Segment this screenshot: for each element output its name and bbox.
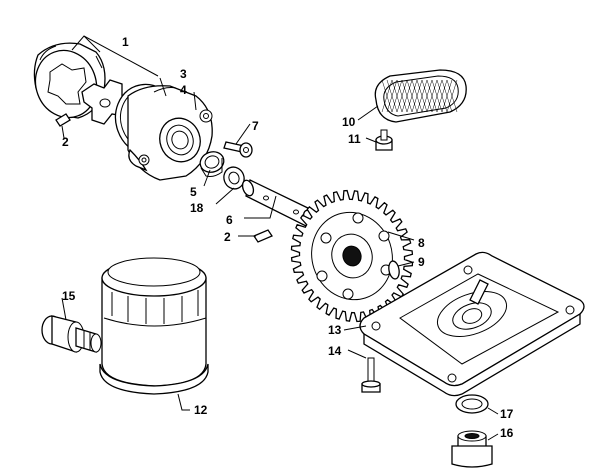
callout-4: 4 <box>180 83 187 97</box>
callout-14: 14 <box>328 344 342 358</box>
screen-mesh-line <box>391 79 403 113</box>
callout-8: 8 <box>418 236 425 250</box>
callout-2-upper: 2 <box>62 135 69 149</box>
screen-mesh-line <box>446 79 458 113</box>
callout-17: 17 <box>500 407 514 421</box>
callout-13: 13 <box>328 323 342 337</box>
screen-mesh-line <box>421 79 433 113</box>
bushing <box>199 151 225 177</box>
washer <box>223 166 245 190</box>
circlip <box>388 260 400 280</box>
callout-1: 1 <box>122 35 129 49</box>
pin-upper <box>55 113 71 127</box>
cover-bolt <box>361 357 381 393</box>
screen-mesh-line <box>396 79 408 113</box>
screen-mesh-line <box>431 79 443 113</box>
screen-mesh-line <box>411 79 423 113</box>
driven-gear <box>290 189 414 323</box>
callout-labels: 1 2 2 3 4 5 6 7 8 9 10 11 12 13 14 15 16… <box>62 35 514 440</box>
oil-pressure-sensor <box>41 315 102 353</box>
screen-mesh-line <box>386 79 398 113</box>
screen-mesh-line <box>406 79 418 113</box>
callout-9: 9 <box>418 255 425 269</box>
leader-lines <box>61 35 499 441</box>
callout-3: 3 <box>180 67 187 81</box>
callout-15: 15 <box>62 289 76 303</box>
pin-lower <box>253 229 273 243</box>
callout-18: 18 <box>190 201 204 215</box>
screen-mesh-line <box>381 79 393 113</box>
oil-filter <box>99 257 209 395</box>
oil-pump-rotor-housing <box>33 42 106 119</box>
screw <box>223 141 253 158</box>
callout-12: 12 <box>194 403 208 417</box>
callout-16: 16 <box>500 426 514 440</box>
oil-strainer-screen <box>374 69 467 123</box>
sealing-washer <box>455 394 489 414</box>
callout-5: 5 <box>190 185 197 199</box>
callout-10: 10 <box>342 115 356 129</box>
drain-plug <box>451 430 493 468</box>
oil-pump-body <box>114 83 213 181</box>
callout-7: 7 <box>252 119 259 133</box>
callout-6: 6 <box>226 213 233 227</box>
callout-11: 11 <box>348 132 361 146</box>
screen-mesh-line <box>426 79 438 113</box>
screen-mesh-line <box>416 79 428 113</box>
screen-mesh-line <box>436 79 448 113</box>
screen-mesh-line <box>441 79 453 113</box>
strainer-bolt <box>375 129 393 151</box>
screen-mesh-line <box>401 79 413 113</box>
callout-2-lower: 2 <box>224 230 231 244</box>
pump-cover-plate <box>359 251 585 397</box>
